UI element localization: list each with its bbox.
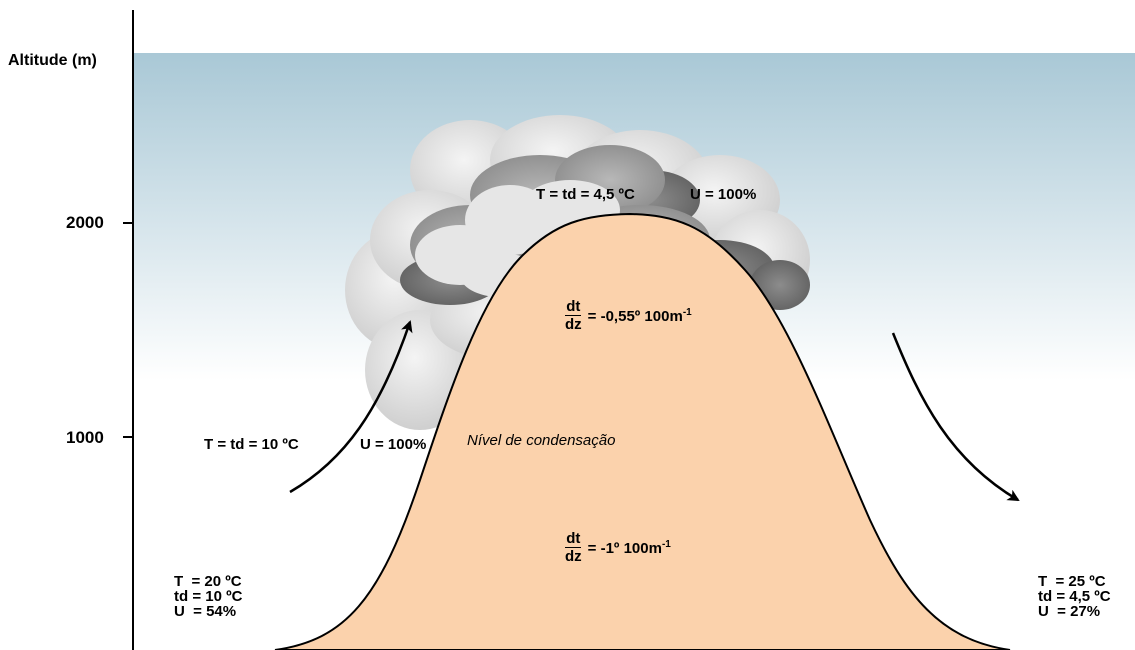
cloud-top-temperature: T = td = 4,5 ºC xyxy=(536,186,635,203)
leeward-temperature: T = 25 ºC xyxy=(1038,573,1106,590)
upper-denominator: dz xyxy=(565,316,582,333)
windward-base-values: T = 20 ºC td = 10 ºC U = 54% xyxy=(174,574,242,619)
lower-numerator: dt xyxy=(565,530,582,548)
upper-fraction: dt dz xyxy=(565,298,582,333)
lower-lapse-value: = -1º 100m-1 xyxy=(587,538,671,557)
lower-fraction: dt dz xyxy=(565,530,582,565)
upper-numerator: dt xyxy=(565,298,582,316)
lower-lapse-rate: dt dz = -1º 100m-1 xyxy=(565,530,671,565)
upper-lapse-rate: dt dz = -0,55º 100m-1 xyxy=(565,298,692,333)
axis-title: Altitude (m) xyxy=(8,52,97,69)
condensation-temperature: T = td = 10 ºC xyxy=(204,436,299,453)
upper-lapse-value: = -0,55º 100m-1 xyxy=(587,306,692,325)
mountain xyxy=(274,212,1011,650)
lower-denominator: dz xyxy=(565,548,582,565)
condensation-level-label: Nível de condensação xyxy=(467,432,616,449)
windward-humidity: U = 54% xyxy=(174,603,237,620)
leeward-humidity: U = 27% xyxy=(1038,603,1101,620)
windward-dewpoint: td = 10 ºC xyxy=(174,588,243,605)
leeward-base-values: T = 25 ºC td = 4,5 ºC U = 27% xyxy=(1038,574,1111,619)
rising-air-arrow xyxy=(289,320,413,494)
windward-temperature: T = 20 ºC xyxy=(174,573,242,590)
tick-label-1000: 1000 xyxy=(66,428,104,447)
descending-air-arrow xyxy=(891,332,1020,502)
tick-label-2000: 2000 xyxy=(66,213,104,232)
condensation-humidity: U = 100% xyxy=(360,436,427,453)
cloud-top-humidity: U = 100% xyxy=(690,186,757,203)
leeward-dewpoint: td = 4,5 ºC xyxy=(1038,588,1111,605)
